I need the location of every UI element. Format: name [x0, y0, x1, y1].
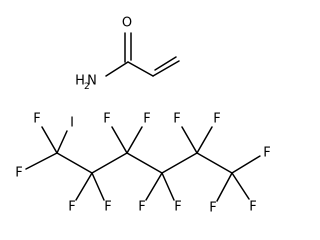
bond-c5-f-a [181, 126, 198, 154]
bond-backbone-1 [56, 152, 93, 174]
perfluorohexyl-iodide-structure: I F F F F F F F F F F F F [12, 112, 274, 216]
bond-c-c-double-2 [154, 56, 177, 71]
bond-c1-i [56, 130, 68, 154]
fluorine-label: F [173, 112, 180, 127]
amine-hydrogen-count: 2 [84, 82, 90, 92]
fluorine-label: F [68, 200, 75, 215]
bond-c1-f-a [41, 126, 58, 154]
bond-c2-f-b [91, 172, 105, 201]
bond-c3-f-b [126, 126, 143, 154]
bond-backbone-4 [161, 152, 198, 174]
bond-backbone-3 [126, 152, 163, 174]
bond-c3-f-a [111, 126, 128, 154]
bond-backbone-5 [196, 152, 233, 174]
fluorine-label: F [104, 200, 111, 215]
fluorine-label: F [174, 200, 181, 215]
bond-backbone-2 [91, 152, 128, 174]
atom-labels: I F F F F F F F F F F F F [12, 112, 274, 216]
bond-c6-f-c [216, 172, 233, 202]
fluorine-label: F [138, 200, 145, 215]
fluorine-label: F [33, 112, 40, 127]
bond-c1-f-b [25, 152, 58, 170]
bond-c6-f-b [231, 172, 250, 200]
fluorine-label: F [143, 112, 150, 127]
amine-hydrogen-label: H [75, 74, 85, 89]
fluorine-label: F [209, 201, 216, 216]
bond-c2-f-a [75, 172, 93, 201]
fluorine-label: F [103, 112, 110, 127]
bond-c4-f-b [161, 172, 175, 201]
amine-nitrogen-label: N [87, 74, 97, 89]
fluorine-label: F [15, 166, 22, 181]
fluorine-label: F [263, 146, 270, 161]
bond-c-c [127, 61, 154, 77]
fluorine-label: F [213, 112, 220, 127]
bond-c-c-double-1 [152, 60, 180, 77]
acrylamide-structure: O N H 2 [75, 16, 180, 93]
structure-diagram: O N H 2 [12, 15, 274, 216]
bond-c6-f-a [231, 155, 261, 174]
bond-c-n [105, 61, 129, 77]
amine-group-label: N H 2 [75, 74, 97, 93]
iodine-label: I [70, 116, 74, 131]
oxygen-label: O [122, 16, 132, 31]
fluorine-label: F [249, 200, 256, 215]
bond-c5-f-b [196, 126, 213, 154]
bond-c4-f-a [145, 172, 163, 201]
